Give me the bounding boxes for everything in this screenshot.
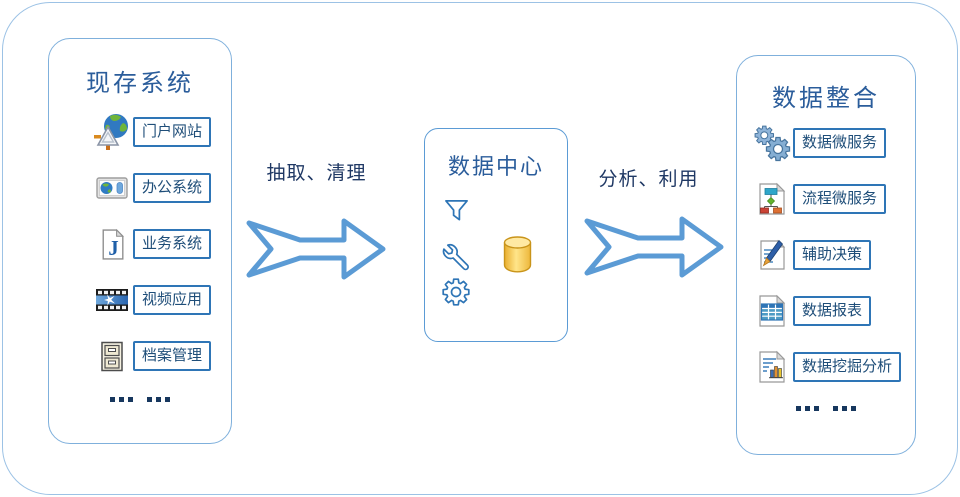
data-integration-panel: 数据整合 数据微服务 bbox=[736, 55, 916, 455]
funnel-icon bbox=[443, 197, 470, 229]
list-item-office: 办公系统 bbox=[91, 160, 231, 216]
archive-label: 档案管理 bbox=[133, 341, 212, 371]
analyze-use-label: 分析、利用 bbox=[598, 169, 699, 190]
list-item-archive: 档案管理 bbox=[91, 328, 231, 384]
list-item-process-microservice: 流程微服务 bbox=[751, 171, 915, 227]
portal-label: 门户网站 bbox=[133, 117, 212, 147]
data-report-label: 数据报表 bbox=[793, 296, 872, 326]
video-label: 视频应用 bbox=[133, 285, 212, 315]
gear-icon bbox=[441, 277, 471, 312]
globe-antenna-icon bbox=[91, 111, 133, 153]
svg-text:J: J bbox=[108, 237, 118, 259]
list-item-video: 视频应用 bbox=[91, 272, 231, 328]
list-item-portal: 门户网站 bbox=[91, 104, 231, 160]
data-mining-label: 数据挖掘分析 bbox=[793, 352, 902, 382]
flow-arrow-left bbox=[246, 218, 386, 280]
more-integration-ellipsis bbox=[737, 406, 915, 411]
data-integration-title: 数据整合 bbox=[772, 85, 880, 112]
process-microservice-label: 流程微服务 bbox=[793, 184, 887, 214]
list-item-decision-support: 辅助决策 bbox=[751, 227, 915, 283]
flow-arrow-right bbox=[584, 216, 724, 278]
browser-globe-icon bbox=[91, 171, 133, 205]
document-j-icon: J bbox=[91, 228, 133, 261]
existing-systems-panel: 现存系统 门户网站 bbox=[48, 38, 232, 444]
film-strip-icon bbox=[91, 284, 133, 316]
list-item-data-mining: 数据挖掘分析 bbox=[751, 339, 915, 395]
data-center-title: 数据中心 bbox=[447, 154, 544, 179]
decision-support-label: 辅助决策 bbox=[793, 240, 872, 270]
list-item-data-report: 数据报表 bbox=[751, 283, 915, 339]
pen-document-icon bbox=[751, 238, 793, 272]
table-document-icon bbox=[751, 294, 793, 328]
chart-document-icon bbox=[751, 350, 793, 384]
business-label: 业务系统 bbox=[133, 229, 212, 259]
file-cabinet-icon bbox=[91, 340, 133, 373]
database-cylinder-icon bbox=[502, 235, 533, 279]
list-item-business: J 业务系统 bbox=[91, 216, 231, 272]
flowchart-document-icon bbox=[751, 182, 793, 216]
data-center-box: 数据中心 bbox=[424, 128, 568, 342]
data-integration-list: 数据微服务 流程微服务 bbox=[737, 115, 915, 395]
data-microservice-label: 数据微服务 bbox=[793, 128, 887, 158]
existing-systems-title: 现存系统 bbox=[86, 70, 194, 97]
extract-clean-label: 抽取、清理 bbox=[266, 163, 367, 184]
list-item-data-microservice: 数据微服务 bbox=[751, 115, 915, 171]
existing-systems-list: 门户网站 办公系统 bbox=[49, 104, 231, 384]
gears-icon bbox=[751, 122, 793, 164]
more-systems-ellipsis bbox=[49, 397, 231, 402]
wrench-icon bbox=[442, 243, 470, 276]
office-label: 办公系统 bbox=[133, 173, 212, 203]
